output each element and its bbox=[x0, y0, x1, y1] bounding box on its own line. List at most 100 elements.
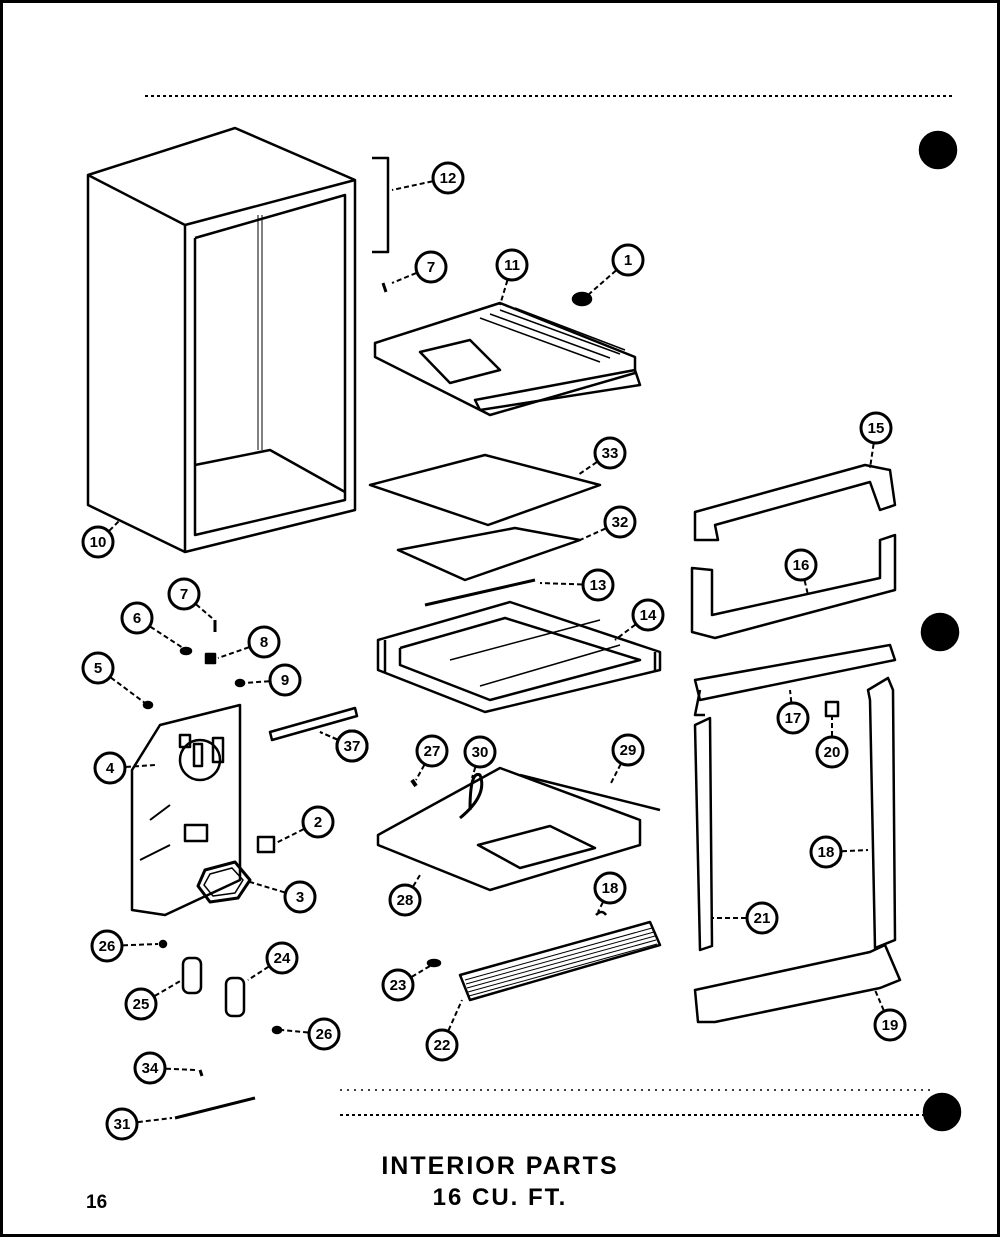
callout-leader bbox=[577, 452, 611, 476]
part-9 bbox=[234, 678, 246, 688]
callout-leader bbox=[499, 264, 513, 306]
punch-hole bbox=[920, 612, 960, 652]
callout-number: 23 bbox=[390, 977, 407, 994]
callout-number: 18 bbox=[818, 844, 835, 861]
part-8 bbox=[204, 652, 217, 665]
callout-number: 13 bbox=[590, 577, 607, 594]
callout-leader bbox=[244, 679, 286, 684]
callout-number: 24 bbox=[274, 950, 291, 967]
clip-part-32 bbox=[459, 772, 484, 820]
callout-circle bbox=[81, 651, 115, 685]
callout-circle bbox=[105, 1107, 139, 1141]
callout-number: 12 bbox=[440, 170, 457, 187]
callout-number: 31 bbox=[114, 1116, 131, 1133]
callout-number: 1 bbox=[624, 252, 632, 269]
callout-number: 21 bbox=[754, 910, 771, 927]
part-27 bbox=[158, 939, 168, 949]
door-trim-part-18 bbox=[866, 676, 897, 950]
part-33 bbox=[174, 1096, 256, 1120]
callout-circle bbox=[307, 1017, 341, 1051]
callout-leader bbox=[247, 957, 283, 981]
callout-circle bbox=[809, 835, 843, 869]
callout-leader bbox=[319, 731, 353, 747]
callout-leader bbox=[874, 989, 891, 1026]
callout-circle bbox=[784, 548, 818, 582]
callout-number: 33 bbox=[602, 445, 619, 462]
cabinet-liner-part bbox=[86, 126, 357, 554]
callout-circle bbox=[283, 880, 317, 914]
callout-leader bbox=[281, 1029, 325, 1035]
part-19-clip bbox=[595, 910, 608, 916]
callout-circle bbox=[593, 871, 627, 905]
part-24 bbox=[426, 958, 442, 968]
callout-circle bbox=[431, 161, 465, 195]
callout-circle bbox=[415, 734, 449, 768]
punch-hole bbox=[922, 1092, 962, 1132]
callout-circle bbox=[265, 941, 299, 975]
callout-leader bbox=[825, 849, 869, 853]
callout-number: 25 bbox=[133, 996, 150, 1013]
callout-circle bbox=[167, 577, 201, 611]
callout-number: 7 bbox=[180, 586, 188, 603]
callout-circle bbox=[133, 1051, 167, 1085]
callout-number: 28 bbox=[397, 892, 414, 909]
glass-part-34 bbox=[396, 526, 582, 582]
screw-part-31 bbox=[410, 778, 418, 788]
bracket-12 bbox=[372, 156, 390, 254]
callout-number: 3 bbox=[296, 889, 304, 906]
callout-number: 34 bbox=[142, 1060, 159, 1077]
callout-circle bbox=[247, 625, 281, 659]
callout-leader bbox=[397, 965, 431, 986]
callout-number: 8 bbox=[260, 634, 268, 651]
callout-leader bbox=[97, 519, 121, 543]
part-2-block bbox=[256, 835, 276, 854]
callout-leader bbox=[391, 266, 432, 284]
callout-leader bbox=[614, 614, 649, 641]
callout-leader bbox=[415, 750, 433, 781]
door-shelf-part-16 bbox=[690, 533, 897, 640]
part-6 bbox=[179, 646, 193, 656]
door-trim-part-22 bbox=[693, 716, 714, 952]
callout-circle bbox=[93, 751, 127, 785]
part-21 bbox=[824, 700, 840, 718]
callout-number: 11 bbox=[504, 257, 520, 274]
callout-leader bbox=[183, 593, 213, 619]
callout-circle bbox=[859, 411, 893, 445]
callout-circle bbox=[388, 883, 422, 917]
page-number: 16 bbox=[86, 1192, 108, 1213]
callout-circle bbox=[81, 525, 115, 559]
door-shelf-part-20 bbox=[693, 943, 902, 1024]
part-5 bbox=[142, 700, 154, 710]
callout-number: 18 bbox=[602, 880, 619, 897]
callout-number: 26 bbox=[316, 1026, 333, 1043]
callout-number: 20 bbox=[824, 744, 841, 761]
wire-part-30 bbox=[519, 773, 661, 812]
callout-circle bbox=[124, 987, 158, 1021]
crisper-frame-part bbox=[376, 600, 662, 714]
callout-number: 26 bbox=[99, 938, 116, 955]
callout-circle bbox=[631, 598, 665, 632]
diagram-subtitle: 16 CU. FT. bbox=[432, 1184, 568, 1211]
callout-number: 7 bbox=[427, 259, 435, 276]
callout-circle bbox=[120, 601, 154, 635]
door-shelf-part-15 bbox=[693, 463, 897, 542]
callout-circle bbox=[495, 248, 529, 282]
top-panel-part bbox=[373, 301, 642, 417]
screw-7-top bbox=[381, 282, 388, 293]
callout-number: 6 bbox=[133, 610, 141, 627]
callout-number: 17 bbox=[785, 710, 802, 727]
callout-number: 9 bbox=[281, 672, 289, 689]
control-housing-part bbox=[130, 703, 242, 917]
callout-number: 30 bbox=[472, 744, 489, 761]
callout-number: 27 bbox=[424, 743, 441, 760]
part-36 bbox=[198, 1069, 204, 1077]
callout-leader bbox=[869, 427, 877, 469]
callout-circle bbox=[463, 735, 497, 769]
callout-number: 4 bbox=[106, 760, 115, 777]
callout-circle bbox=[776, 701, 810, 735]
gasket-part-3 bbox=[196, 860, 252, 904]
diagram-title: INTERIOR PARTS bbox=[381, 1152, 619, 1180]
part-26 bbox=[271, 1025, 283, 1035]
